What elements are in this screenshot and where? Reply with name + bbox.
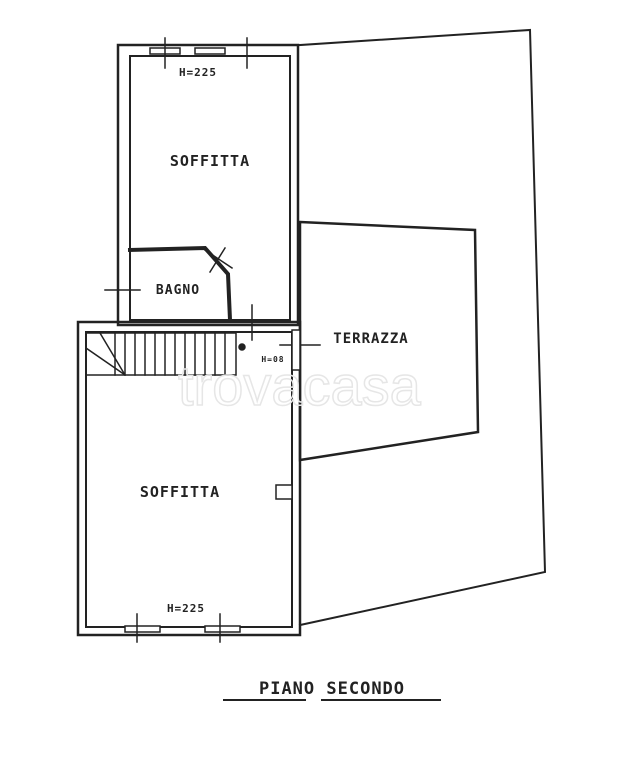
room-label-terrazza: TERRAZZA (333, 331, 408, 347)
height-label-terrazza: H=08 (261, 355, 284, 364)
lower-room-inner-wall (85, 331, 293, 628)
room-label-soffitta-upper: SOFFITTA (170, 152, 250, 170)
room-label-soffitta-lower: SOFFITTA (140, 483, 220, 501)
watermark-logo: trovacasa (178, 354, 422, 417)
plan-title: PIANO SECONDO (259, 679, 405, 699)
upper-room-inner-wall (129, 55, 291, 321)
lot-outline (298, 28, 547, 627)
height-label-lower: H=225 (167, 602, 205, 615)
upper-room-outer-wall (116, 43, 300, 327)
window-bottom (124, 613, 241, 643)
room-label-bagno: BAGNO (156, 283, 200, 298)
height-label-upper: H=225 (179, 66, 217, 79)
window-top (149, 37, 248, 69)
staircase (84, 331, 246, 377)
lower-room-outer-wall (76, 320, 302, 637)
